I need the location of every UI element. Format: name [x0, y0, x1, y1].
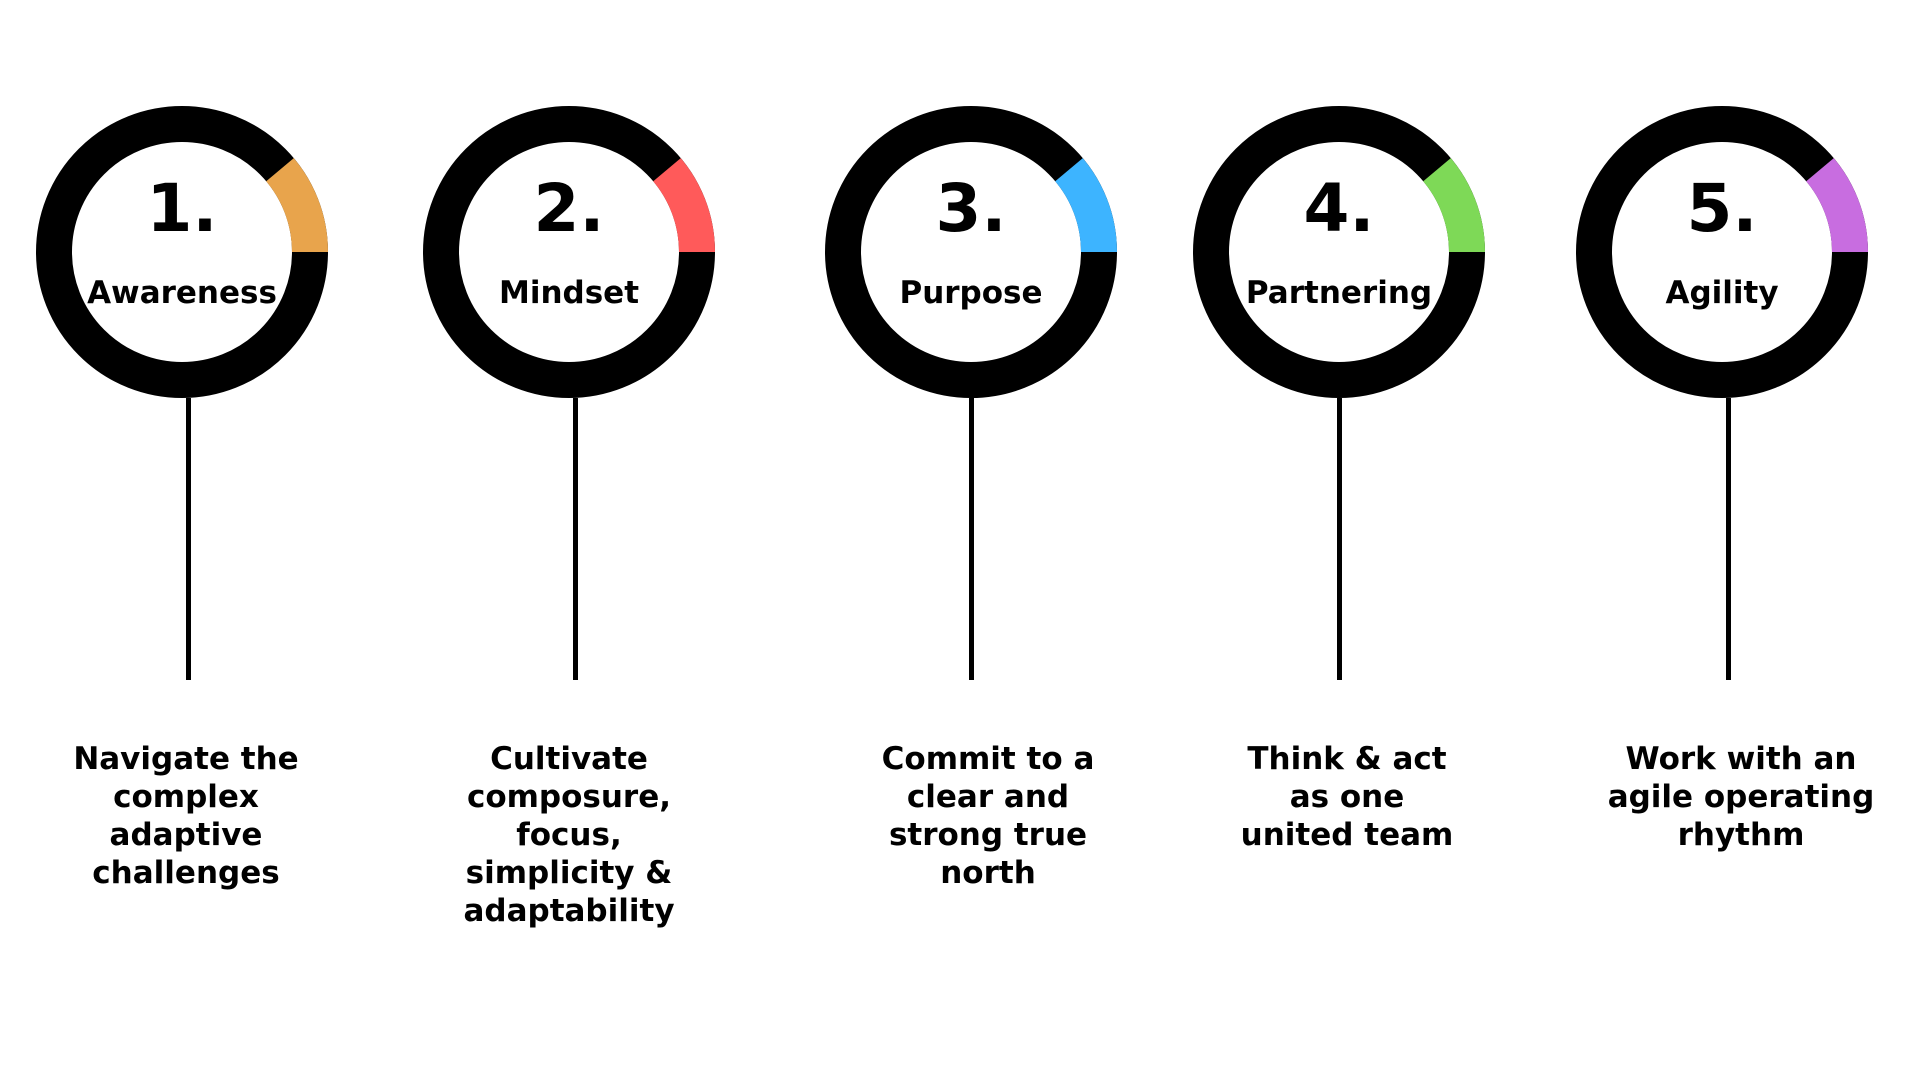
description-line: Navigate the: [73, 741, 299, 777]
step-number: 1.: [146, 170, 218, 247]
ring-accent-arc: [1422, 158, 1485, 253]
description-line: adaptability: [463, 893, 675, 929]
description-line: Cultivate: [490, 741, 648, 777]
description-line: clear and: [906, 779, 1070, 815]
ring-graphic: [36, 106, 328, 398]
description-line: Commit to a: [881, 741, 1095, 777]
step-description: Think & act as one united team: [1187, 740, 1507, 854]
step-ring: 3. Purpose: [825, 106, 1117, 398]
step-title: Purpose: [899, 275, 1043, 311]
description-line: simplicity &: [465, 855, 673, 891]
step-ring: 5. Agility: [1576, 106, 1868, 398]
step-ring: 1. Awareness: [36, 106, 328, 398]
connector-line: [573, 398, 578, 680]
step-description: Commit to a clear and strong true north: [828, 740, 1148, 892]
ring-accent-arc: [652, 158, 715, 253]
description-line: rhythm: [1677, 817, 1805, 853]
connector-line: [1337, 398, 1342, 680]
step-description: Navigate the complex adaptive challenges: [26, 740, 346, 892]
step-ring: 4. Partnering: [1193, 106, 1485, 398]
description-line: north: [940, 855, 1036, 891]
step-description: Work with an agile operating rhythm: [1581, 740, 1901, 854]
ring-track: [1576, 106, 1868, 398]
description-line: united team: [1240, 817, 1454, 853]
step-number: 5.: [1686, 170, 1758, 247]
step-number: 4.: [1303, 170, 1375, 247]
description-line: complex: [113, 779, 259, 815]
ring-graphic: [825, 106, 1117, 398]
ring-track: [1193, 106, 1485, 398]
ring-track: [825, 106, 1117, 398]
step-title: Mindset: [498, 275, 640, 311]
description-line: Work with an: [1625, 741, 1857, 777]
connector-line: [969, 398, 974, 680]
step-title: Agility: [1665, 275, 1779, 311]
ring-accent-arc: [1054, 158, 1117, 253]
connector-line: [1726, 398, 1731, 680]
step-ring: 2. Mindset: [423, 106, 715, 398]
ring-accent-arc: [265, 158, 328, 253]
description-line: agile operating: [1607, 779, 1875, 815]
step-number: 2.: [533, 170, 605, 247]
step-number: 3.: [935, 170, 1007, 247]
description-line: Think & act: [1247, 741, 1447, 777]
description-line: composure, focus,: [466, 779, 672, 853]
step-title: Awareness: [87, 275, 277, 311]
description-line: as one: [1289, 779, 1405, 815]
description-line: strong true: [888, 817, 1088, 853]
step-description: Cultivate composure, focus, simplicity &…: [409, 740, 729, 930]
ring-graphic: [1193, 106, 1485, 398]
step-title: Partnering: [1245, 275, 1433, 311]
ring-track: [423, 106, 715, 398]
ring-graphic: [423, 106, 715, 398]
ring-accent-arc: [1805, 158, 1868, 253]
connector-line: [186, 398, 191, 680]
ring-graphic: [1576, 106, 1868, 398]
description-line: adaptive: [109, 817, 263, 853]
ring-track: [36, 106, 328, 398]
description-line: challenges: [92, 855, 280, 891]
